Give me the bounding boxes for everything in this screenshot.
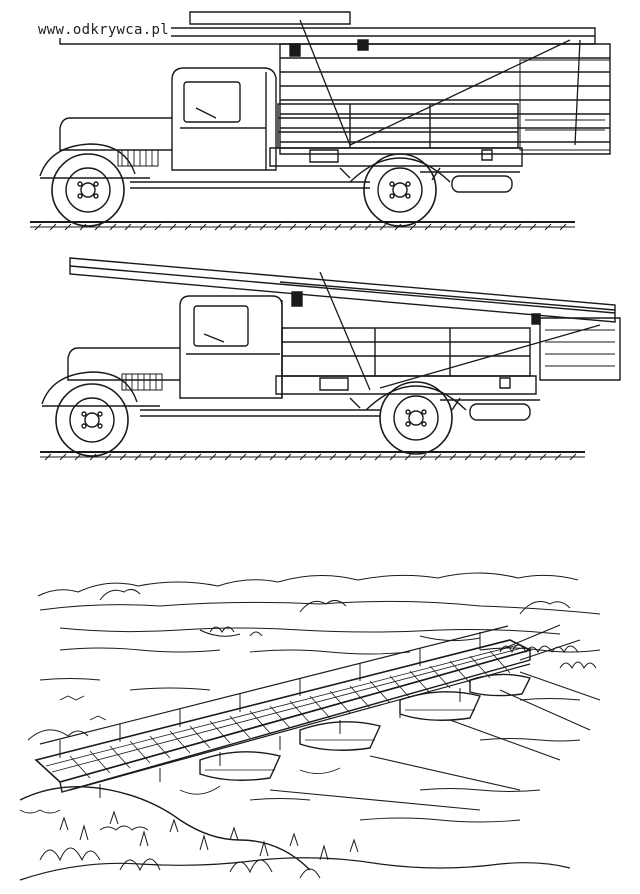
truck-middle bbox=[40, 258, 620, 460]
truck-top bbox=[30, 12, 610, 230]
truck-bed-top bbox=[270, 104, 522, 166]
long-beams-middle bbox=[70, 258, 620, 390]
watermark-text: www.odkrywca.pl bbox=[36, 22, 171, 38]
rear-wheel-top bbox=[350, 154, 450, 226]
riverbank-foreground bbox=[20, 730, 570, 880]
anchor-lines bbox=[270, 625, 600, 810]
truck-bed-middle bbox=[276, 328, 536, 394]
truck-chassis-top bbox=[340, 168, 520, 192]
rear-wheel-middle bbox=[366, 382, 466, 454]
river-water bbox=[40, 648, 600, 822]
truck-hood-middle bbox=[42, 348, 380, 416]
distant-landscape bbox=[38, 573, 600, 641]
timber-load-top bbox=[60, 12, 610, 154]
truck-hood-top bbox=[40, 118, 370, 188]
front-wheel-top bbox=[52, 154, 124, 226]
bridge-scene bbox=[20, 573, 600, 880]
ground-line-middle bbox=[40, 452, 585, 460]
front-wheel-middle bbox=[56, 384, 128, 456]
truck-cab-middle bbox=[180, 296, 282, 398]
truck-chassis-middle bbox=[350, 398, 540, 420]
pontoons bbox=[180, 674, 530, 794]
pontoon-bridge bbox=[36, 626, 530, 798]
truck-cab-top bbox=[172, 68, 276, 170]
ground-line-top bbox=[30, 222, 575, 230]
far-bank-shrubs bbox=[210, 627, 596, 668]
